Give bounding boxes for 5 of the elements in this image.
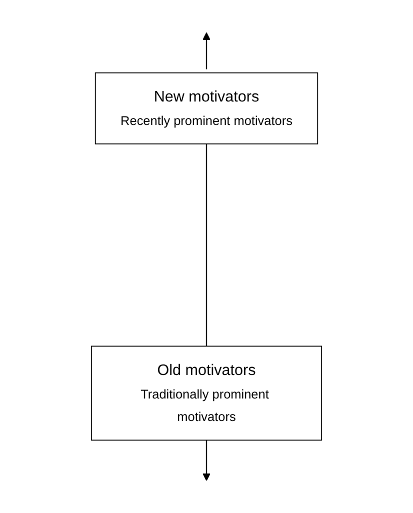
arrow [202, 440, 210, 481]
node-box [90, 346, 322, 441]
node-box [94, 72, 318, 144]
arrow [202, 32, 210, 70]
connector [206, 144, 208, 346]
